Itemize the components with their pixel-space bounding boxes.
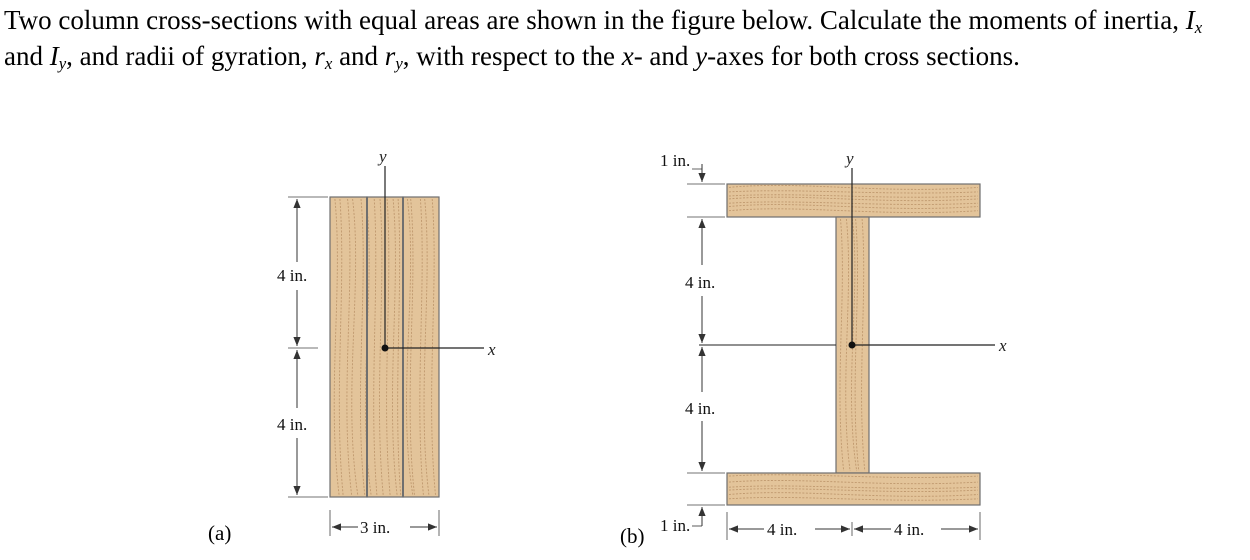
wood-grain-line: [397, 198, 402, 496]
problem-text-segment: - and: [633, 41, 696, 71]
wood-grain-line: [851, 218, 858, 472]
problem-text-segment: and: [332, 41, 385, 71]
dimension-label-b-top-flange: 1 in.: [660, 151, 690, 170]
wood-grain-line: [854, 218, 860, 472]
dimension-label-b-left-half: 4 in.: [767, 520, 797, 539]
plank-divider-left: [366, 197, 368, 497]
centroid-a: [381, 344, 389, 352]
figure-a: y x 4 in. 4 in. 3 in. (a): [208, 147, 496, 545]
dimension-label-b-lower-web: 4 in.: [685, 399, 715, 418]
var-Ix-subscript: x: [1194, 18, 1203, 38]
problem-text-segment: , with respect to the: [402, 41, 622, 71]
centroid-b: [848, 341, 856, 349]
problem-text-segment: and: [4, 41, 50, 71]
var-Ix: I: [1185, 5, 1195, 35]
wood-grain-line: [409, 198, 415, 496]
wood-grain-line: [431, 198, 436, 496]
wood-grain-line: [845, 218, 851, 472]
dimension-label-a-width: 3 in.: [360, 518, 390, 537]
problem-text-segment: , and radii of gyration,: [66, 41, 315, 71]
var-Iy-subscript: y: [58, 54, 67, 74]
wood-grain-line: [392, 198, 398, 496]
problem-text-segment: -axes for both cross sections.: [707, 41, 1020, 71]
dimension-label-b-right-half: 4 in.: [894, 520, 924, 539]
var-ry-subscript: y: [395, 54, 403, 74]
var-rx: r: [314, 41, 325, 71]
wood-grain-line: [379, 198, 384, 496]
problem-text-segment: Two column cross-sections with equal are…: [4, 5, 1186, 35]
problem-statement: Two column cross-sections with equal are…: [4, 2, 1244, 74]
wood-grain-line: [861, 218, 866, 472]
var-rx-subscript: x: [324, 54, 333, 74]
x-axis-label-a: x: [487, 340, 496, 359]
var-y-axis: y: [695, 41, 708, 71]
wood-grain-line: [333, 198, 340, 496]
panel-label-b: (b): [620, 524, 645, 548]
plank-divider-right: [402, 197, 404, 497]
var-ry: r: [384, 41, 396, 71]
var-Iy: I: [49, 41, 59, 71]
wood-grain-line: [346, 198, 353, 496]
wood-grain-line: [406, 198, 414, 496]
leader-b-top: [692, 164, 703, 170]
plank-left: [329, 196, 368, 498]
wood-grain-line: [419, 198, 424, 496]
wood-grain-b-web: [839, 218, 866, 472]
dimension-label-b-upper-web: 4 in.: [685, 273, 715, 292]
wood-grain-line: [373, 198, 378, 496]
dimension-label-a-top: 4 in.: [277, 266, 307, 285]
wood-grain-line: [338, 198, 344, 496]
wood-grain-line: [839, 218, 845, 472]
figure-b: y x 1 in. 4 in. 4 in. 1 in. 4 in. 4 in.: [620, 149, 1007, 548]
panel-label-a: (a): [208, 521, 231, 545]
var-x-axis: x: [621, 41, 634, 71]
wood-grain-line: [386, 198, 391, 496]
dimension-label-b-bottom-flange: 1 in.: [660, 516, 690, 535]
y-axis-label-b: y: [844, 149, 854, 168]
wood-grain-line: [423, 198, 430, 496]
wood-grain-line: [360, 198, 366, 496]
y-axis-label-a: y: [377, 147, 387, 166]
top-flange: [726, 183, 981, 218]
wood-grain-line: [351, 198, 359, 496]
x-axis-label-b: x: [998, 336, 1007, 355]
dimension-label-a-bottom: 4 in.: [277, 415, 307, 434]
